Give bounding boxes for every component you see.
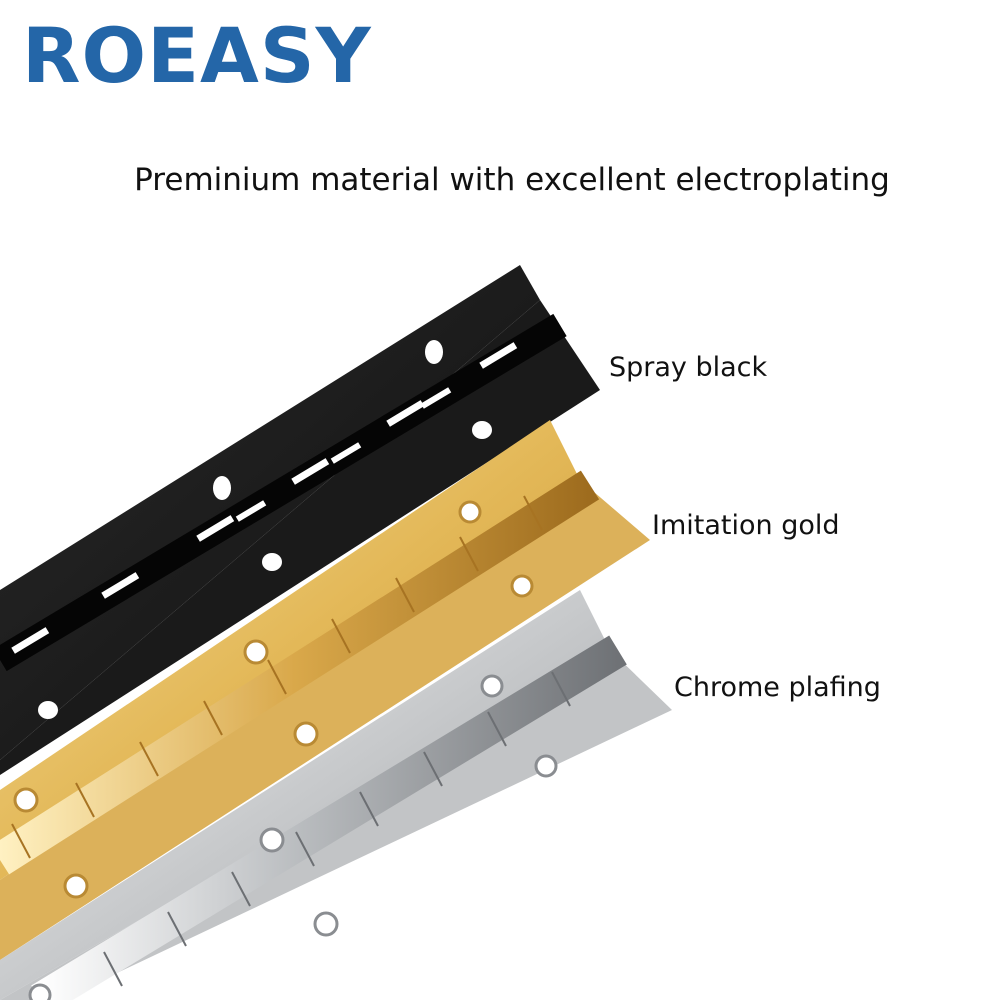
chrome-plating-hinge (0, 590, 672, 1000)
finish-label-imitation-gold: Imitation gold (652, 510, 840, 541)
headline: Preminium material with excellent electr… (134, 162, 890, 198)
spray-black-hinge (0, 265, 600, 775)
finish-label-spray-black: Spray black (609, 352, 768, 383)
brand-name: ROEASY (22, 11, 372, 100)
imitation-gold-hinge (0, 420, 650, 960)
brand-logo: ROEASY (22, 18, 372, 94)
finish-label-chrome-plating: Chrome plafing (674, 672, 881, 703)
